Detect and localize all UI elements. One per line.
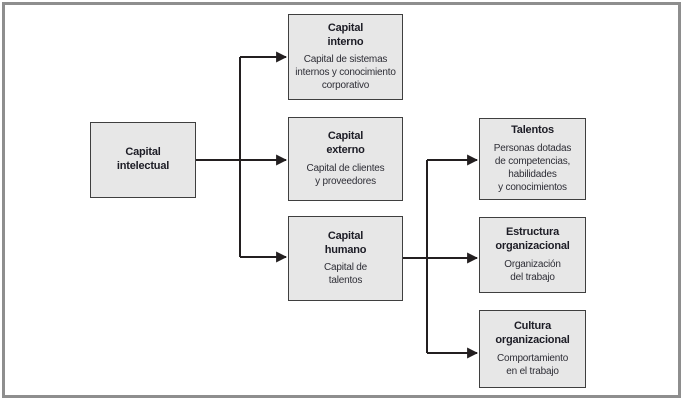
node-capital-humano-subtitle: Capital de talentos [323,262,368,287]
node-capital-intelectual: Capital intelectual [90,122,196,198]
node-estructura-organizacional-title: Estructura organizacional [495,226,570,252]
node-cultura-organizacional-subtitle: Comportamiento en el trabajo [496,352,569,377]
node-talentos: Talentos Personas dotadas de competencia… [479,118,586,200]
node-capital-interno-title: Capital interno [327,21,364,48]
node-capital-interno: Capital interno Capital de sistemas inte… [288,14,403,100]
node-talentos-title: Talentos [511,124,554,137]
node-capital-interno-subtitle: Capital de sistemas internos y conocimie… [295,54,396,92]
node-estructura-organizacional: Estructura organizacional Organización d… [479,217,586,293]
node-capital-humano: Capital humano Capital de talentos [288,216,403,301]
node-capital-humano-title: Capital humano [324,229,367,256]
node-capital-externo: Capital externo Capital de clientes y pr… [288,117,403,201]
node-talentos-subtitle: Personas dotadas de competencias, habili… [493,142,572,193]
left-trunk-line [196,57,241,257]
node-capital-externo-subtitle: Capital de clientes y proveedores [306,162,385,187]
node-cultura-organizacional: Cultura organizacional Comportamiento en… [479,310,586,388]
node-capital-externo-title: Capital externo [326,130,365,156]
node-cultura-organizacional-title: Cultura organizacional [495,320,570,346]
outer-frame [2,2,681,398]
node-estructura-organizacional-subtitle: Organización del trabajo [504,258,561,283]
node-capital-intelectual-title: Capital intelectual [116,146,170,172]
